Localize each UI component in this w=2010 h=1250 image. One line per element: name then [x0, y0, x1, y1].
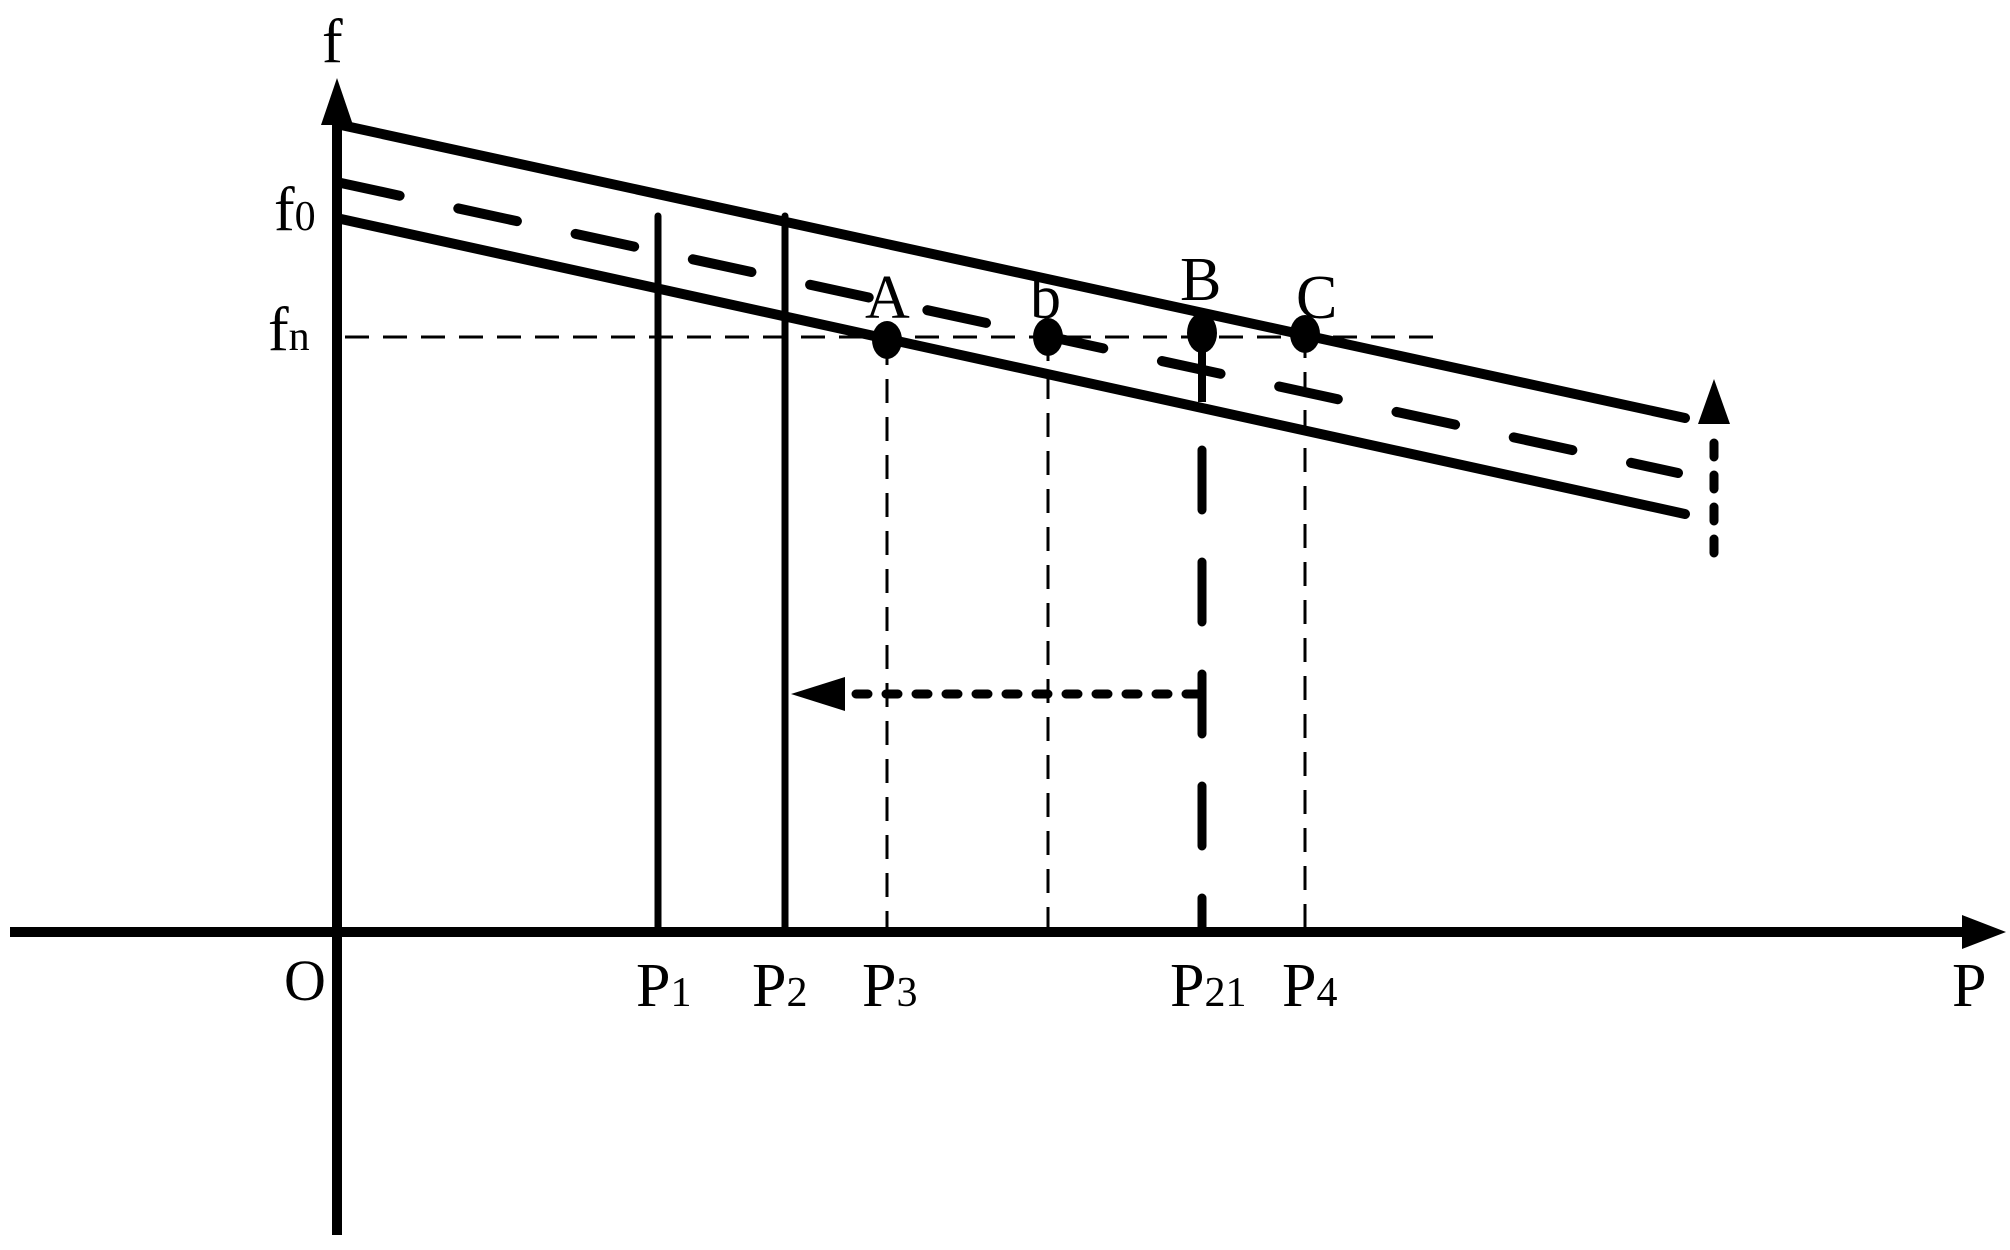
shift-left-arrow: [791, 677, 1203, 711]
x-axis-arrow-icon: [1962, 915, 2006, 949]
point-b-lower-label: b: [1030, 264, 1061, 332]
arrow-left-icon: [791, 677, 845, 711]
fn-tick-label: fn: [268, 296, 310, 364]
point-b-label: B: [1180, 246, 1221, 314]
point-c-label: C: [1296, 264, 1337, 332]
y-axis-label: f: [322, 8, 343, 76]
svg-text:fn: fn: [268, 296, 310, 364]
x-axis-label: P: [1952, 952, 1986, 1020]
middle-droop-line-dashed: [336, 178, 1683, 478]
p1-tick-label: P1: [636, 952, 691, 1020]
point-a-marker: [872, 321, 902, 359]
f0-tick-label: f0: [274, 176, 316, 244]
origin-label: O: [284, 948, 326, 1013]
point-b-lower-marker: [1033, 318, 1063, 356]
p4-tick-label: P4: [1282, 952, 1337, 1020]
point-c-marker: [1290, 315, 1320, 353]
p21-tick-label: P21: [1170, 952, 1246, 1020]
p3-tick-label: P3: [862, 952, 917, 1020]
y-axis-arrow-icon: [321, 78, 353, 125]
x-axis: [10, 915, 2006, 949]
point-b-marker: [1187, 313, 1217, 353]
svg-text:f0: f0: [274, 176, 316, 244]
shift-up-arrow: [1698, 379, 1730, 558]
p2-tick-label: P2: [752, 952, 807, 1020]
y-axis: [321, 78, 353, 1235]
lower-droop-line: [336, 214, 1690, 519]
upper-droop-line: [336, 120, 1690, 423]
arrow-up-icon: [1698, 379, 1730, 424]
point-a-label: A: [865, 264, 910, 332]
